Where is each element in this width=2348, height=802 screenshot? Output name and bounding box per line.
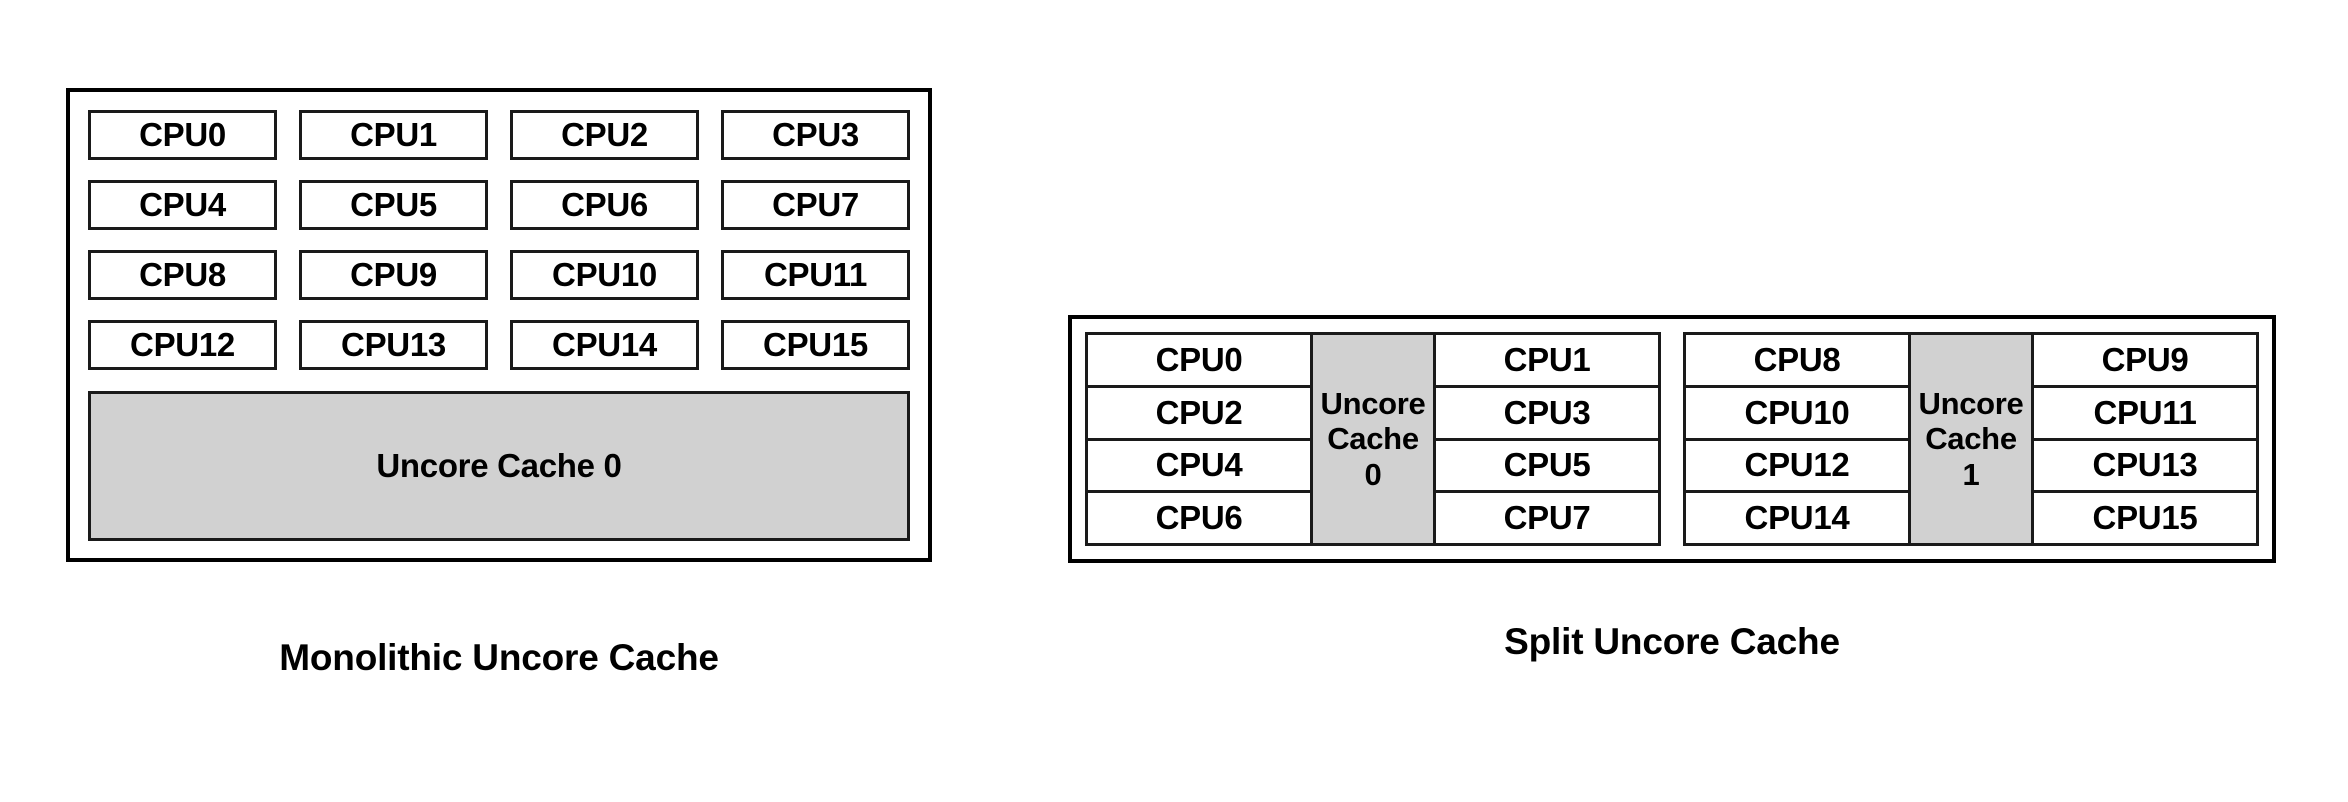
cpu-box-cpu7: CPU7 xyxy=(1436,493,1658,543)
cluster-1: CPU8 CPU10 CPU12 CPU14 Uncore Cache 1 CP… xyxy=(1683,332,2259,546)
cpu-box-cpu14: CPU14 xyxy=(510,320,699,370)
split-package-outline: CPU0 CPU2 CPU4 CPU6 Uncore Cache 0 CPU1 … xyxy=(1068,315,2276,563)
cpu-box-cpu12: CPU12 xyxy=(1686,440,1908,494)
cpu-box-cpu7: CPU7 xyxy=(721,180,910,230)
cluster-0-right-cpu-column: CPU1 CPU3 CPU5 CPU7 xyxy=(1436,335,1658,543)
cpu-box-cpu1: CPU1 xyxy=(1436,335,1658,388)
cpu-box-cpu8: CPU8 xyxy=(88,250,277,300)
cpu-box-cpu12: CPU12 xyxy=(88,320,277,370)
uncore-cache-0-line2: Cache xyxy=(1327,421,1419,457)
uncore-cache-0-line3: 0 xyxy=(1364,456,1382,492)
cpu-box-cpu13: CPU13 xyxy=(2034,440,2256,494)
uncore-cache-1-line2: Cache xyxy=(1925,421,2017,457)
cluster-0-left-cpu-column: CPU0 CPU2 CPU4 CPU6 xyxy=(1088,335,1310,543)
cpu-box-cpu6: CPU6 xyxy=(1088,493,1310,543)
cpu-box-cpu11: CPU11 xyxy=(721,250,910,300)
cluster-0: CPU0 CPU2 CPU4 CPU6 Uncore Cache 0 CPU1 … xyxy=(1085,332,1661,546)
monolithic-uncore-cache-figure: CPU0 CPU1 CPU2 CPU3 CPU4 CPU5 CPU6 CPU7 … xyxy=(66,88,932,679)
cpu-box-cpu11: CPU11 xyxy=(2034,387,2256,441)
cpu-box-cpu10: CPU10 xyxy=(1686,387,1908,441)
cluster-1-right-cpu-column: CPU9 CPU11 CPU13 CPU15 xyxy=(2034,335,2256,543)
uncore-cache-1-line1: Uncore xyxy=(1918,385,2024,421)
cpu-box-cpu3: CPU3 xyxy=(721,110,910,160)
cpu-box-cpu0: CPU0 xyxy=(1088,335,1310,388)
uncore-cache-0-line1: Uncore xyxy=(1320,385,1426,421)
cpu-box-cpu13: CPU13 xyxy=(299,320,488,370)
cluster-1-left-cpu-column: CPU8 CPU10 CPU12 CPU14 xyxy=(1686,335,1908,543)
cpu-box-cpu2: CPU2 xyxy=(510,110,699,160)
cpu-box-cpu1: CPU1 xyxy=(299,110,488,160)
cpu-box-cpu9: CPU9 xyxy=(2034,335,2256,388)
cpu-box-cpu4: CPU4 xyxy=(88,180,277,230)
cpu-box-cpu8: CPU8 xyxy=(1686,335,1908,388)
cpu-box-cpu3: CPU3 xyxy=(1436,387,1658,441)
monolithic-cpu-grid: CPU0 CPU1 CPU2 CPU3 CPU4 CPU5 CPU6 CPU7 … xyxy=(88,110,910,370)
uncore-cache-0-block: Uncore Cache 0 xyxy=(1310,335,1436,543)
cpu-box-cpu10: CPU10 xyxy=(510,250,699,300)
uncore-cache-1-line3: 1 xyxy=(1962,456,1980,492)
cpu-box-cpu15: CPU15 xyxy=(721,320,910,370)
split-figure-caption: Split Uncore Cache xyxy=(1504,621,1840,662)
cpu-box-cpu0: CPU0 xyxy=(88,110,277,160)
cpu-box-cpu2: CPU2 xyxy=(1088,387,1310,441)
cpu-box-cpu5: CPU5 xyxy=(299,180,488,230)
cpu-box-cpu15: CPU15 xyxy=(2034,493,2256,543)
cpu-box-cpu6: CPU6 xyxy=(510,180,699,230)
uncore-cache-0-block: Uncore Cache 0 xyxy=(88,391,910,541)
split-uncore-cache-figure: CPU0 CPU2 CPU4 CPU6 Uncore Cache 0 CPU1 … xyxy=(1068,315,2276,663)
uncore-cache-1-block: Uncore Cache 1 xyxy=(1908,335,2034,543)
cpu-box-cpu14: CPU14 xyxy=(1686,493,1908,543)
cpu-box-cpu9: CPU9 xyxy=(299,250,488,300)
cpu-box-cpu4: CPU4 xyxy=(1088,440,1310,494)
monolithic-package-outline: CPU0 CPU1 CPU2 CPU3 CPU4 CPU5 CPU6 CPU7 … xyxy=(66,88,932,562)
monolithic-figure-caption: Monolithic Uncore Cache xyxy=(279,637,719,678)
cpu-box-cpu5: CPU5 xyxy=(1436,440,1658,494)
